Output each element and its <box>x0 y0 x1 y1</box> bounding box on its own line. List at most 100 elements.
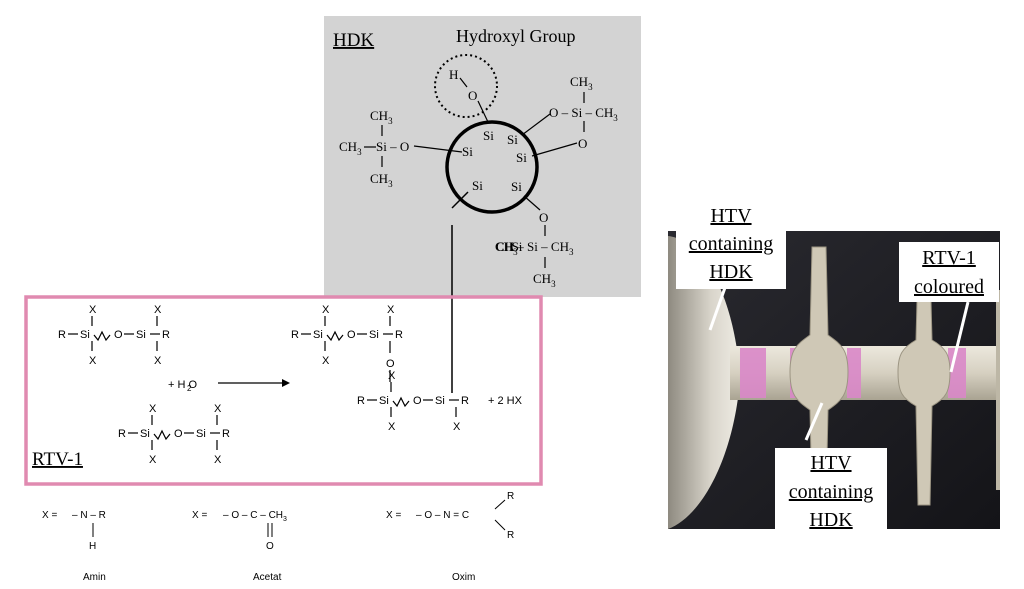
product-bottom-si-left: Si <box>379 395 389 407</box>
reactant1-r-left: R <box>58 329 66 341</box>
product-bottom-si1-x-top: X <box>388 370 396 382</box>
reactant2-si2-x-bottom: X <box>214 454 222 466</box>
amin-group: – N – R <box>72 510 106 521</box>
tms-left-ch3: CH3 <box>339 139 362 157</box>
callout-htv-top <box>708 281 729 331</box>
callout-rtv <box>949 301 970 373</box>
reactant2-r-left: R <box>118 428 126 440</box>
particle-bond-stub <box>451 191 469 209</box>
product-bottom-r-left: R <box>357 395 365 407</box>
reactant2-chain-wave <box>153 429 171 441</box>
bond-bridge-o-particle <box>531 142 578 157</box>
reactant1-o: O <box>114 329 123 341</box>
insulator-photo: HTV containing HDK RTV-1 coloured HTV co… <box>668 201 1000 534</box>
bond-o-si <box>477 100 489 123</box>
acetat-o: O <box>266 541 274 552</box>
product-top-r-right: R <box>395 329 403 341</box>
reactant1-si1-x-top: X <box>89 304 97 316</box>
particle-si-5: Si <box>472 178 483 193</box>
label-rtv-line1: RTV-1 <box>922 247 976 269</box>
reactant2-si1-x-bottom: X <box>149 454 157 466</box>
rtv1-border <box>24 295 543 486</box>
reactant2-r-right: R <box>222 428 230 440</box>
tms-bottom-row-visible: CH – Si – CH3 <box>496 239 574 257</box>
product-top-si-left: Si <box>313 329 323 341</box>
pink-band-3 <box>847 348 861 398</box>
reactant2-si-left: Si <box>140 428 150 440</box>
product-top-r-left: R <box>291 329 299 341</box>
hydroxyl-h: H <box>449 67 458 82</box>
bond-left-o-particle <box>413 145 463 153</box>
silica-particle <box>445 120 539 214</box>
hydroxyl-o: O <box>468 88 477 103</box>
callout-htv-bottom <box>804 402 824 441</box>
reactant1-si2-x-top: X <box>154 304 162 316</box>
amin-prefix: X = <box>42 510 57 521</box>
reactant1-r-right: R <box>162 329 170 341</box>
reactant2-si2-x-top: X <box>214 403 222 415</box>
oxim-name: Oxim <box>452 572 475 583</box>
product-top-si1-x-top: X <box>322 304 330 316</box>
reactant2-si-right: Si <box>196 428 206 440</box>
bond-right-o-particle <box>521 113 551 136</box>
product-bottom-o: O <box>413 395 422 407</box>
acetat-group: – O – C – CH3 <box>223 510 287 523</box>
oxim-bond-up <box>494 499 506 510</box>
water-label: + H O <box>168 379 197 391</box>
oxim-bond-down <box>494 519 506 531</box>
product-top-chain-wave <box>326 330 344 342</box>
product-top-si1-x-bottom: X <box>322 355 330 367</box>
hydroxyl-group-label: Hydroxyl Group <box>456 26 576 46</box>
particle-si-6: Si <box>511 179 522 194</box>
amin-h: H <box>89 541 96 552</box>
product-top-o: O <box>347 329 356 341</box>
product-bottom-si2-x-bottom: X <box>453 421 461 433</box>
hdk-background <box>324 16 641 297</box>
particle-si-4: Si <box>516 150 527 165</box>
oxim-group: – O – N = C <box>416 510 469 521</box>
right-disc-edge <box>996 290 1000 490</box>
particle-si-1: Si <box>483 128 494 143</box>
pink-band-1 <box>740 348 766 398</box>
shed-2 <box>897 261 951 506</box>
product-top-si2-x-top: X <box>387 304 395 316</box>
hdk-panel: HDK Hydroxyl Group H O Si Si Si Si Si Si… <box>324 16 641 393</box>
label-box-rtv <box>899 242 999 302</box>
reactant1-si-left: Si <box>80 329 90 341</box>
reactant1-si1-x-bottom: X <box>89 355 97 367</box>
reactant1-si2-x-bottom: X <box>154 355 162 367</box>
label-box-htv-top <box>676 201 786 289</box>
product-bottom-r-right: R <box>461 395 469 407</box>
tms-left-bottom: CH3 <box>370 171 393 189</box>
product-byproduct: + 2 HX <box>488 395 523 407</box>
hdk-label: HDK <box>333 30 374 51</box>
water-subscript: 2 <box>187 384 192 393</box>
acetat-name: Acetat <box>253 572 282 583</box>
end-disc <box>668 236 740 529</box>
reactant2-si1-x-top: X <box>149 403 157 415</box>
tms-right-row: O – Si – CH3 <box>549 105 618 123</box>
rtv1-label: RTV-1 <box>32 449 83 470</box>
tms-left-si-o: Si – O <box>376 139 409 154</box>
tms-right-top: CH3 <box>570 74 593 92</box>
label-htv-bottom-line1: HTV <box>810 452 852 474</box>
particle-si-2: Si <box>507 132 518 147</box>
bond-bottom-particle-o <box>523 195 541 211</box>
oxim-r-top: R <box>507 491 514 502</box>
label-htv-bottom-line3: HDK <box>809 509 853 531</box>
label-htv-top-line1: HTV <box>710 205 752 227</box>
oxim-prefix: X = <box>386 510 401 521</box>
label-rtv-line2: coloured <box>914 276 984 298</box>
reaction-arrow-head <box>282 379 290 387</box>
tms-bottom-row: CH3Si <box>495 239 523 257</box>
label-box-htv-bottom <box>775 448 887 534</box>
leaving-group-legend: X = – N – R H Amin X = – O – C – CH3 O A… <box>42 491 514 583</box>
pink-band-4 <box>948 348 966 398</box>
oxim-r-bottom: R <box>507 530 514 541</box>
product-bottom-si1-x-bottom: X <box>388 421 396 433</box>
reactant2-o: O <box>174 428 183 440</box>
product-bottom-chain-wave <box>392 396 410 408</box>
amin-name: Amin <box>83 572 106 583</box>
